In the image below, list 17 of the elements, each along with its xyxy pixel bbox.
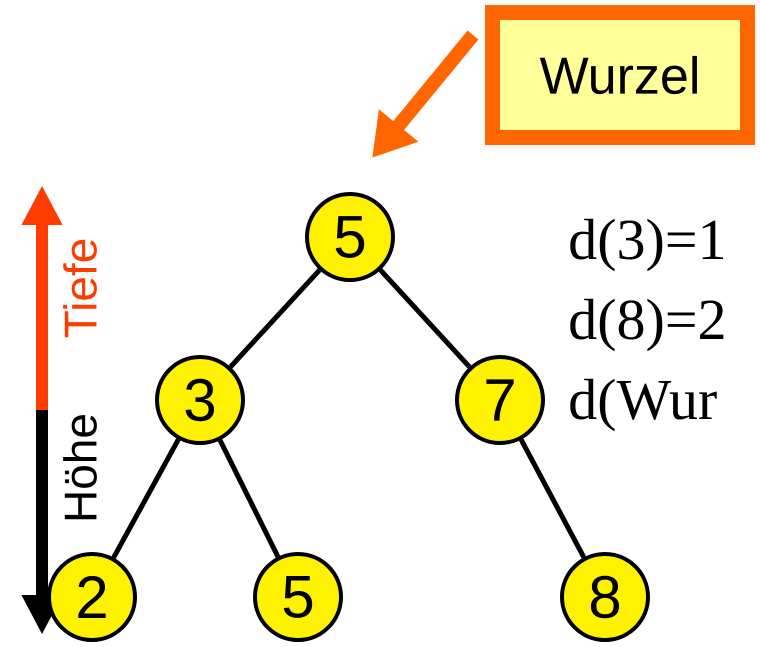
tree-node: 2	[47, 552, 137, 642]
tree-edge	[218, 439, 280, 558]
tree-edge	[111, 438, 181, 559]
height-label: Höhe	[63, 415, 97, 520]
tree-edge	[228, 268, 322, 369]
tree-edge	[378, 268, 472, 369]
tree-node: 3	[155, 355, 245, 445]
tree-node: 5	[253, 552, 343, 642]
depth-formula: d(8)=2	[570, 298, 724, 352]
depth-formula: d(Wur	[570, 378, 717, 432]
tree-edge	[518, 438, 586, 558]
depth-label: Tiefe	[63, 240, 97, 338]
label-box: Wurzel	[485, 5, 755, 145]
tree-node: 7	[455, 355, 545, 445]
tree-node: 5	[305, 192, 395, 282]
tree-node: 8	[560, 552, 650, 642]
depth-formula: d(3)=1	[570, 218, 724, 272]
